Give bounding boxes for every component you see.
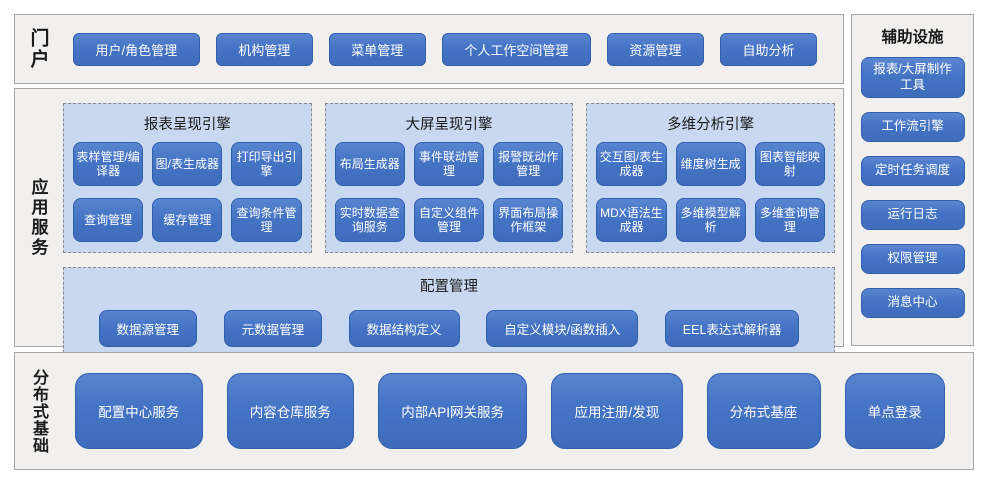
auxiliary-node: 消息中心 — [860, 288, 965, 319]
engine-node: 查询条件管理 — [231, 198, 302, 242]
engine-group-title: 多维分析引擎 — [667, 117, 755, 133]
portal-node: 菜单管理 — [328, 32, 426, 66]
config-group-title: 配置管理 — [420, 279, 478, 295]
engine-node: 自定义组件管理 — [413, 198, 485, 242]
portal-node: 自助分析 — [719, 32, 817, 66]
engine-node-grid: 表样管理/编译器 图/表生成器 打印导出引擎 查询管理 缓存管理 查询条件管理 — [73, 142, 302, 242]
engine-group-olap: 多维分析引擎 交互图/表生成器 维度树生成 图表智能映射 MDX语法生成器 多维… — [586, 103, 836, 253]
foundation-section-label: 分布式基础 — [30, 368, 47, 454]
engine-node-grid: 交互图/表生成器 维度树生成 图表智能映射 MDX语法生成器 多维模型解析 多维… — [596, 142, 826, 242]
auxiliary-section-title: 辅助设施 — [881, 29, 944, 46]
foundation-node: 应用注册/发现 — [551, 373, 683, 449]
engine-node: MDX语法生成器 — [596, 198, 667, 242]
engine-node: 界面布局操作框架 — [493, 198, 564, 242]
config-node: 数据结构定义 — [348, 310, 460, 347]
foundation-node: 内容仓库服务 — [226, 373, 354, 449]
distributed-foundation-section: 分布式基础 配置中心服务 内容仓库服务 内部API网关服务 应用注册/发现 分布… — [14, 352, 974, 470]
portal-node: 个人工作空间管理 — [441, 32, 591, 66]
portal-node: 资源管理 — [606, 32, 704, 66]
auxiliary-node: 权限管理 — [860, 244, 965, 275]
auxiliary-node: 定时任务调度 — [860, 156, 965, 187]
engine-node: 图/表生成器 — [152, 142, 223, 186]
engine-node: 多维查询管理 — [754, 198, 826, 242]
engine-node: 事件联动管理 — [413, 142, 485, 186]
engine-node: 缓存管理 — [152, 198, 223, 242]
engine-group-title: 大屏呈现引擎 — [405, 117, 493, 133]
app-services-section: 应用服务 报表呈现引擎 表样管理/编译器 图/表生成器 打印导出引擎 查询管 — [14, 88, 844, 358]
foundation-node-row: 配置中心服务 内容仓库服务 内部API网关服务 应用注册/发现 分布式基座 单点… — [61, 373, 973, 449]
config-node: 自定义模块/函数插入 — [486, 310, 639, 347]
engine-node: 表样管理/编译器 — [73, 142, 144, 186]
config-node-row: 数据源管理 元数据管理 数据结构定义 自定义模块/函数插入 EEL表达式解析器 — [72, 310, 826, 347]
engine-node: 维度树生成 — [675, 142, 746, 186]
auxiliary-node: 工作流引擎 — [860, 112, 965, 143]
engine-node: 实时数据查询服务 — [334, 198, 405, 242]
auxiliary-facilities-section: 辅助设施 报表/大屏制作工具 工作流引擎 定时任务调度 运行日志 权限管理 消息… — [851, 14, 974, 346]
portal-node: 用户/角色管理 — [73, 32, 200, 66]
app-services-content: 报表呈现引擎 表样管理/编译器 图/表生成器 打印导出引擎 查询管理 缓存管理 — [61, 89, 843, 358]
engine-node-grid: 布局生成器 事件联动管理 报警既动作管理 实时数据查询服务 自定义组件管理 界面… — [334, 142, 564, 242]
portal-section: 门户 用户/角色管理 机构管理 菜单管理 个人工作空间管理 资源管理 自助分析 — [14, 14, 844, 84]
engine-node: 报警既动作管理 — [493, 142, 564, 186]
foundation-node: 配置中心服务 — [75, 373, 203, 449]
portal-node: 机构管理 — [215, 32, 313, 66]
engine-node: 查询管理 — [73, 198, 144, 242]
engine-group-bigscreen: 大屏呈现引擎 布局生成器 事件联动管理 报警既动作管理 实时数据查询服务 自定义… — [324, 103, 574, 253]
foundation-node: 分布式基座 — [706, 373, 821, 449]
engine-node: 多维模型解析 — [675, 198, 746, 242]
engine-node: 打印导出引擎 — [231, 142, 302, 186]
engine-group-title: 报表呈现引擎 — [143, 117, 231, 133]
auxiliary-node-column: 报表/大屏制作工具 工作流引擎 定时任务调度 运行日志 权限管理 消息中心 — [860, 53, 965, 319]
foundation-node: 单点登录 — [844, 373, 946, 449]
config-management-group: 配置管理 数据源管理 元数据管理 数据结构定义 自定义模块/函数插入 EEL表达… — [63, 267, 835, 358]
app-services-section-label: 应用服务 — [28, 177, 48, 258]
foundation-node: 内部API网关服务 — [378, 373, 528, 449]
auxiliary-node: 报表/大屏制作工具 — [860, 57, 965, 99]
config-node: EEL表达式解析器 — [664, 310, 800, 347]
portal-node-row: 用户/角色管理 机构管理 菜单管理 个人工作空间管理 资源管理 自助分析 — [61, 32, 843, 66]
config-node: 元数据管理 — [223, 310, 323, 347]
engine-node: 图表智能映射 — [754, 142, 826, 186]
engine-node: 交互图/表生成器 — [596, 142, 667, 186]
engine-group-report: 报表呈现引擎 表样管理/编译器 图/表生成器 打印导出引擎 查询管理 缓存管理 — [63, 103, 312, 253]
portal-section-label: 门户 — [27, 28, 49, 70]
config-node: 数据源管理 — [98, 310, 198, 347]
engine-node: 布局生成器 — [334, 142, 405, 186]
auxiliary-node: 运行日志 — [860, 200, 965, 231]
engine-groups-row: 报表呈现引擎 表样管理/编译器 图/表生成器 打印导出引擎 查询管理 缓存管理 — [63, 103, 836, 253]
